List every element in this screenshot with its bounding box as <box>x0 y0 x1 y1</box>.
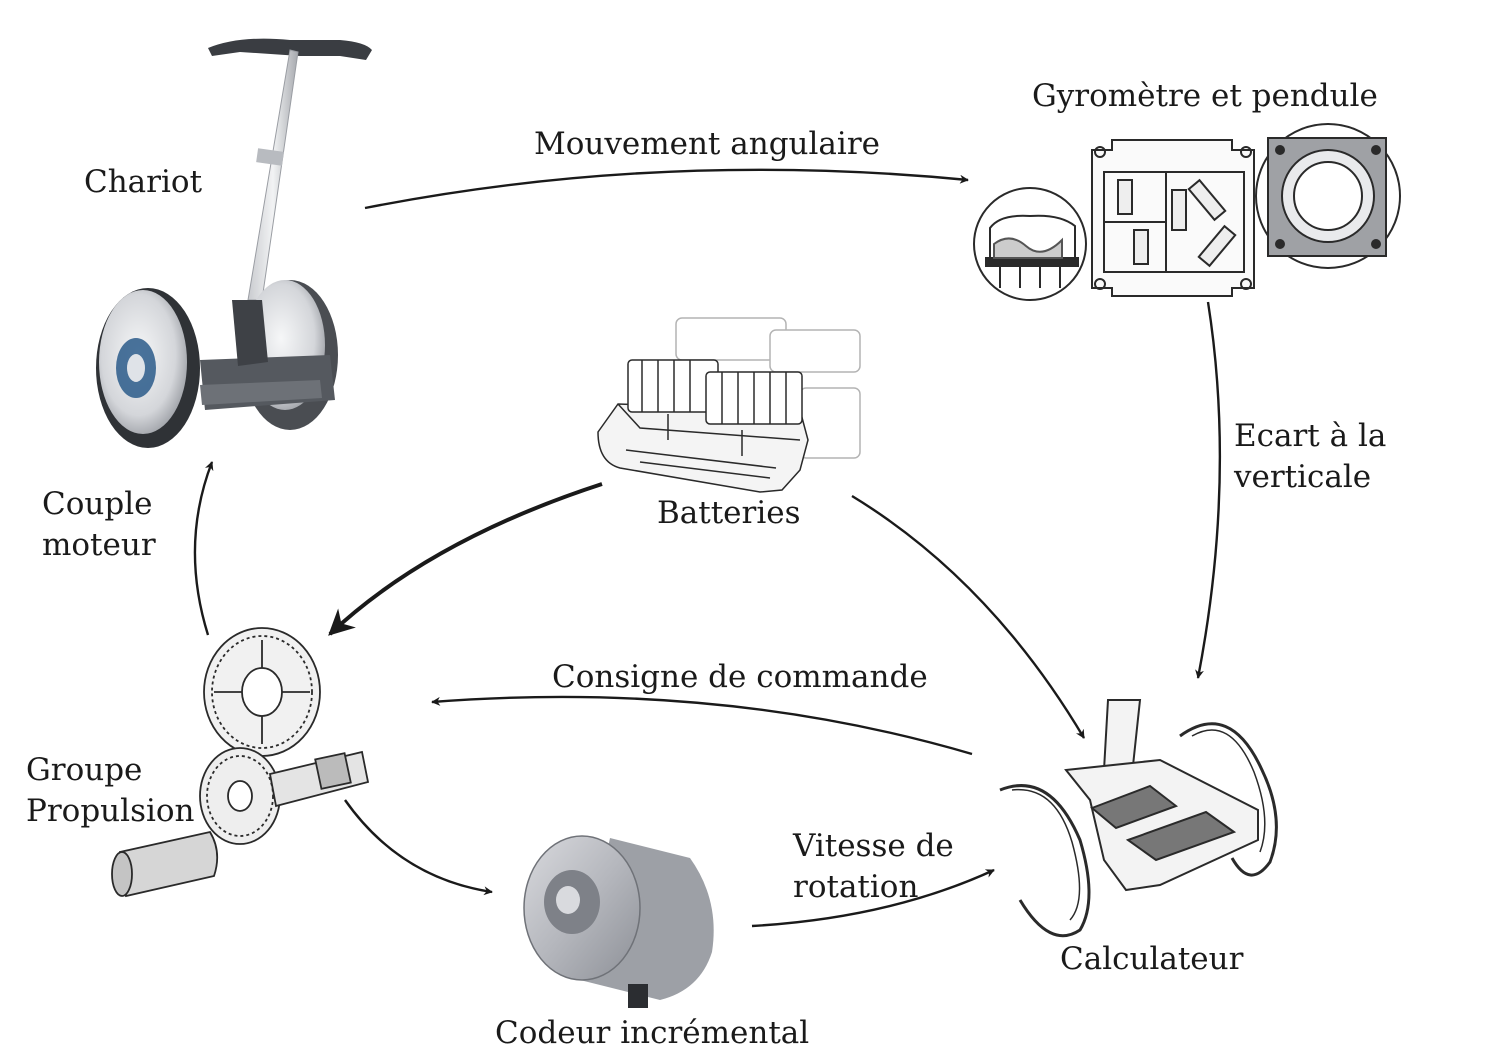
groupe-propulsion-illustration <box>111 627 370 898</box>
codeur-illustration <box>523 835 714 1008</box>
gyro-illustration <box>973 123 1401 301</box>
label-couple-line2: moteur <box>42 527 156 563</box>
arrow-gyro-to-calculateur <box>1195 301 1222 679</box>
arrow-groupe-to-codeur <box>344 799 493 896</box>
label-mouvement-angulaire: Mouvement angulaire <box>534 126 880 162</box>
label-vitesse-line1: Vitesse de <box>793 828 954 864</box>
chariot-illustration <box>96 38 372 448</box>
arrow-calculateur-to-groupe <box>431 695 973 756</box>
label-gyrometre-pendule: Gyromètre et pendule <box>1032 78 1378 114</box>
arrow-batteries-to-groupe <box>328 482 603 636</box>
arrow-codeur-to-calculateur <box>751 868 995 928</box>
label-calculateur: Calculateur <box>1060 941 1244 977</box>
label-couple-line1: Couple <box>42 486 153 522</box>
label-ecart-line2: verticale <box>1234 459 1372 495</box>
arrow-groupe-to-chariot <box>193 461 214 636</box>
arrow-chariot-to-gyro <box>364 168 969 210</box>
label-groupe-line1: Groupe <box>26 752 143 788</box>
label-codeur-incremental: Codeur incrémental <box>495 1015 810 1051</box>
label-chariot: Chariot <box>84 164 203 200</box>
label-vitesse-line2: rotation <box>793 869 919 905</box>
batteries-illustration <box>597 317 861 493</box>
label-ecart-line1: Ecart à la <box>1234 418 1387 454</box>
label-batteries: Batteries <box>657 495 801 531</box>
calculateur-illustration <box>999 699 1278 938</box>
label-consigne-commande: Consigne de commande <box>552 659 928 695</box>
arrow-batteries-to-calculateur <box>851 494 1086 739</box>
label-groupe-line2: Propulsion <box>26 793 195 829</box>
arrows <box>193 168 1222 928</box>
